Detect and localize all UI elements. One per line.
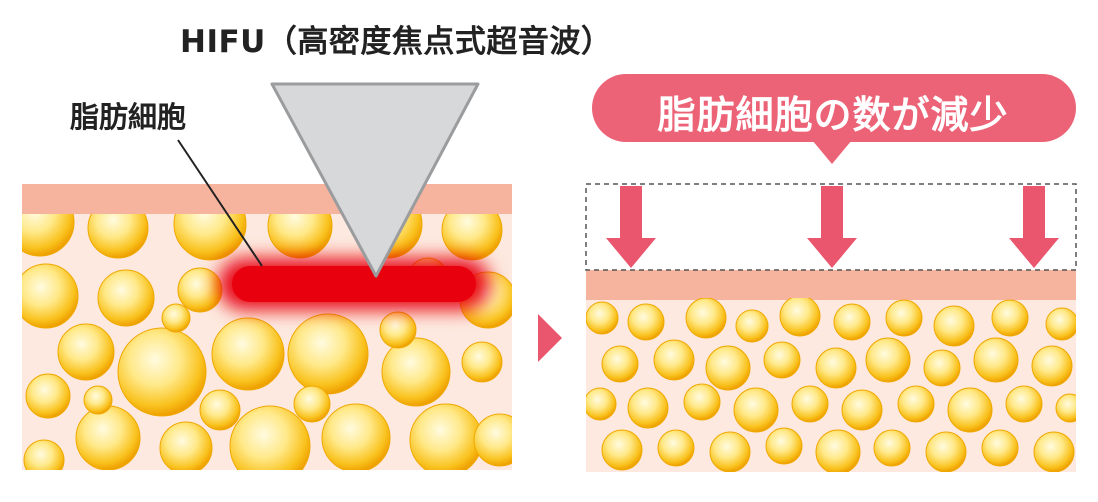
fat-cell — [841, 389, 883, 431]
fat-cell — [473, 413, 512, 467]
fat-cell — [57, 323, 115, 381]
fat-cell — [981, 429, 1019, 467]
fat-cell — [381, 337, 451, 407]
fat-cell — [897, 385, 935, 423]
fat-cells-label: 脂肪細胞 — [70, 100, 187, 134]
fat-cell — [379, 311, 417, 349]
fat-cell — [199, 389, 241, 431]
callout-bubble — [592, 74, 1076, 164]
fat-cells-right — [586, 298, 1076, 472]
fat-cell — [117, 327, 207, 417]
fat-cell — [177, 267, 223, 313]
fat-cell — [765, 427, 803, 465]
fat-cell — [83, 385, 113, 415]
fat-cell — [586, 301, 619, 335]
fat-cell — [709, 431, 751, 472]
fat-cell — [763, 341, 801, 379]
fat-cell — [685, 298, 727, 339]
skin-layer-right — [586, 270, 1076, 300]
fat-cell — [23, 439, 65, 470]
fat-cell — [25, 373, 71, 419]
fat-cell — [627, 303, 665, 341]
fat-cell — [735, 309, 769, 343]
fat-cell — [657, 429, 695, 467]
fat-cell — [22, 214, 75, 257]
fat-cell — [97, 269, 155, 327]
fat-cell — [815, 429, 861, 472]
skin-layer-left — [22, 184, 512, 214]
fat-cell — [925, 431, 967, 472]
right-triangle-icon — [538, 314, 562, 362]
fat-cell — [1055, 393, 1076, 423]
fat-cell — [815, 347, 857, 389]
fat-cell — [683, 383, 721, 421]
fat-cell — [22, 263, 79, 329]
fat-cell — [1031, 345, 1073, 387]
fat-cell — [833, 303, 871, 341]
fat-cell — [229, 405, 311, 470]
fat-cell — [159, 421, 213, 470]
fat-label-leader-line — [177, 139, 263, 267]
fat-cell — [791, 385, 829, 423]
fat-cell — [1005, 385, 1043, 423]
fat-cell — [653, 339, 695, 381]
fat-cell — [1045, 307, 1076, 341]
fat-cell — [321, 403, 391, 470]
fat-cell — [1033, 431, 1075, 472]
fat-cell — [991, 299, 1029, 337]
before-panel — [22, 82, 512, 470]
fat-cell — [293, 385, 331, 423]
fat-cell — [947, 387, 993, 433]
fat-cell — [873, 429, 911, 467]
fat-cell — [933, 305, 975, 347]
callout-text: 脂肪細胞の数が減少 — [657, 93, 1009, 137]
fat-cell — [601, 429, 643, 471]
fat-cell — [885, 299, 923, 337]
fat-cell — [973, 337, 1019, 383]
fat-cell — [211, 317, 285, 391]
fat-cell — [409, 403, 483, 470]
fat-cell — [586, 387, 617, 421]
fat-cell — [287, 313, 369, 395]
fat-cell — [733, 387, 779, 433]
hifu-probe-icon — [270, 82, 480, 278]
fat-cell — [705, 345, 751, 391]
fat-cell — [601, 345, 639, 383]
fat-cell — [173, 214, 247, 261]
fat-cell — [461, 341, 503, 383]
down-arrow-icon — [606, 186, 1059, 268]
fat-cell — [87, 214, 149, 259]
after-panel — [585, 74, 1077, 472]
reduced-volume-outline — [585, 183, 1077, 271]
page-title: HIFU（高密度焦点式超音波） — [180, 24, 613, 60]
fat-cell — [75, 405, 141, 470]
fat-cell — [923, 349, 961, 387]
fat-cell — [779, 298, 821, 337]
fat-cell — [627, 387, 669, 429]
fat-cell — [865, 337, 911, 383]
fat-cell — [161, 303, 191, 333]
